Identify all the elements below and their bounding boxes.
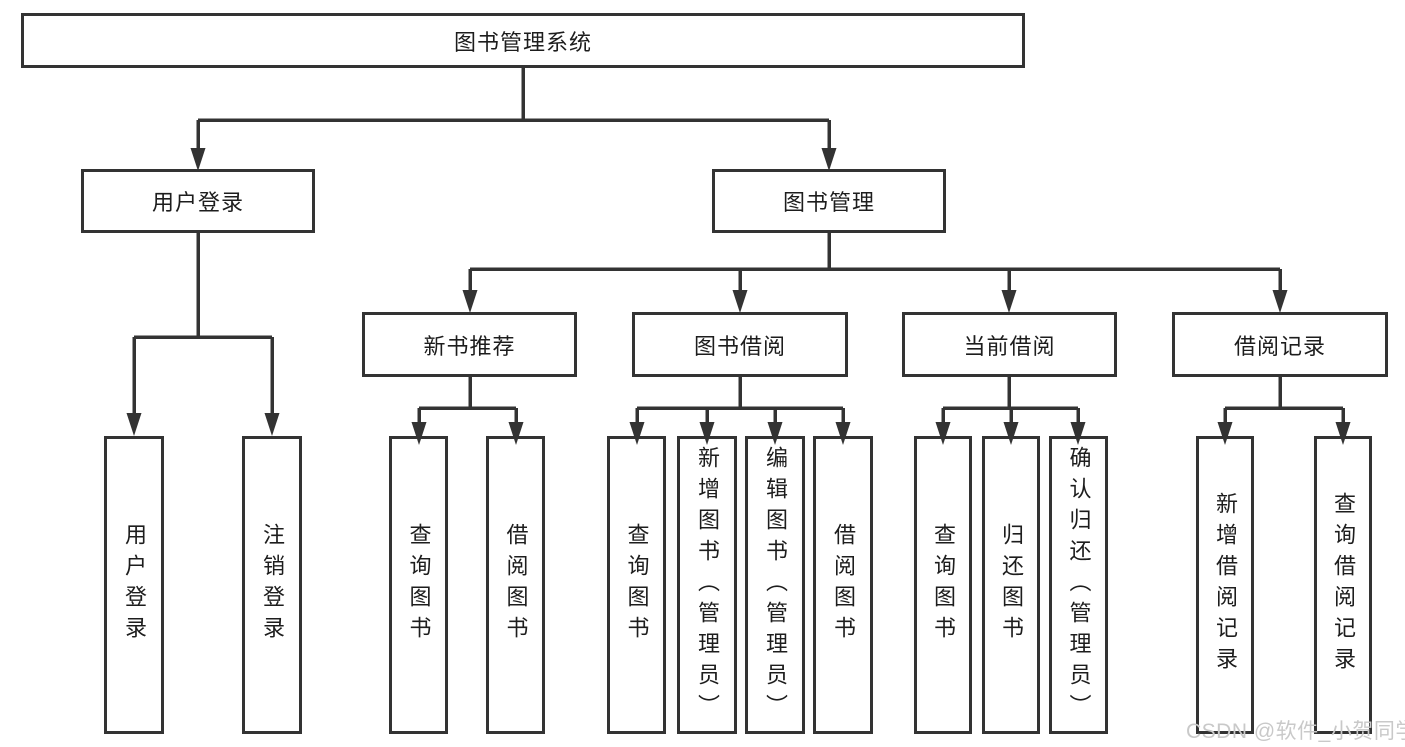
connector-current-borrowing-branch xyxy=(941,377,1080,425)
leaf-logout-login: 注销登录 xyxy=(242,436,302,734)
leaf-return-books-label: 归还图书 xyxy=(999,523,1024,647)
leaf-add-books-admin: 新增图书（管理员） xyxy=(677,436,737,734)
leaf-add-borrow-record-label: 新增借阅记录 xyxy=(1213,492,1238,678)
node-library-management-system: 图书管理系统 xyxy=(21,13,1025,68)
node-new-book-recommendation: 新书推荐 xyxy=(362,312,577,377)
leaf-edit-books-admin-label: 编辑图书（管理员） xyxy=(763,445,788,725)
arrowhead-icon xyxy=(264,413,280,436)
node-current-borrowing-label: 当前借阅 xyxy=(963,333,1056,359)
leaf-user-login-label: 用户登录 xyxy=(122,523,147,647)
leaf-borrow-books-recommend-label: 借阅图书 xyxy=(503,523,529,647)
leaf-borrow-books-borrowing-label: 借阅图书 xyxy=(831,523,856,647)
node-library-management-system-label: 图书管理系统 xyxy=(453,29,592,55)
node-new-book-recommendation-label: 新书推荐 xyxy=(423,333,516,359)
node-borrowing-records-label: 借阅记录 xyxy=(1233,333,1326,359)
node-book-management-label: 图书管理 xyxy=(782,190,875,215)
arrowhead-icon xyxy=(190,148,206,171)
arrowhead-icon xyxy=(1272,290,1288,313)
node-user-login: 用户登录 xyxy=(81,169,315,233)
arrowhead-icon xyxy=(732,290,748,313)
leaf-borrow-books-borrowing: 借阅图书 xyxy=(813,436,873,734)
arrowhead-icon xyxy=(462,290,478,313)
leaf-add-borrow-record: 新增借阅记录 xyxy=(1196,436,1254,734)
leaf-edit-books-admin: 编辑图书（管理员） xyxy=(745,436,805,734)
leaf-query-books-borrowing-label: 查询图书 xyxy=(624,523,650,647)
connector-new-book-branch xyxy=(417,377,518,425)
node-user-login-label: 用户登录 xyxy=(151,190,244,215)
node-borrowing-records: 借阅记录 xyxy=(1172,312,1388,377)
node-book-management: 图书管理 xyxy=(712,169,946,233)
leaf-add-books-admin-label: 新增图书（管理员） xyxy=(695,445,720,725)
connector-borrowing-records-branch xyxy=(1223,377,1345,425)
connector-book-borrowing-branch xyxy=(635,377,845,425)
leaf-query-books-recommend: 查询图书 xyxy=(389,436,448,734)
leaf-user-login: 用户登录 xyxy=(104,436,164,734)
leaf-confirm-return-admin: 确认归还（管理员） xyxy=(1049,436,1108,734)
connector-book-management-branch xyxy=(468,233,1282,292)
leaf-query-books-current-label: 查询图书 xyxy=(931,523,956,647)
leaf-query-books-current: 查询图书 xyxy=(914,436,972,734)
leaf-logout-login-label: 注销登录 xyxy=(260,523,285,647)
watermark: CSDN @软件_小贺同学 xyxy=(1186,720,1405,743)
leaf-borrow-books-recommend: 借阅图书 xyxy=(486,436,545,734)
leaf-query-borrow-record-label: 查询借阅记录 xyxy=(1331,492,1356,678)
node-book-borrowing: 图书借阅 xyxy=(632,312,848,377)
connector-root xyxy=(196,68,831,150)
arrowhead-icon xyxy=(1001,290,1017,313)
leaf-return-books: 归还图书 xyxy=(982,436,1040,734)
leaf-query-books-borrowing: 查询图书 xyxy=(607,436,666,734)
node-book-borrowing-label: 图书借阅 xyxy=(693,333,786,359)
connector-user-login-branch xyxy=(132,233,274,415)
arrowhead-icon xyxy=(821,148,837,171)
node-current-borrowing: 当前借阅 xyxy=(902,312,1117,377)
leaf-query-books-recommend-label: 查询图书 xyxy=(406,523,432,647)
arrowhead-icon xyxy=(126,413,142,436)
leaf-query-borrow-record: 查询借阅记录 xyxy=(1314,436,1372,734)
leaf-confirm-return-admin-label: 确认归还（管理员） xyxy=(1066,445,1092,725)
